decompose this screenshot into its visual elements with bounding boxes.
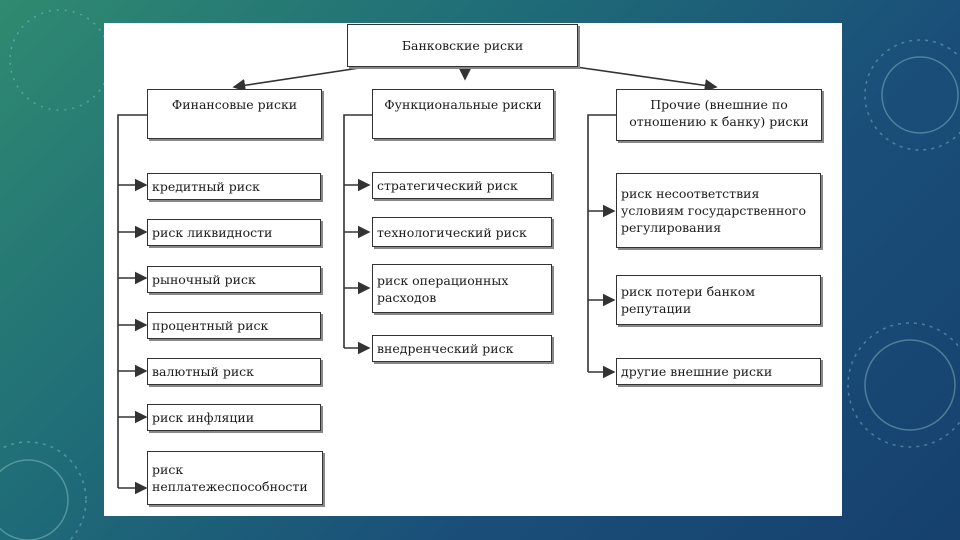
- external-risk-regulation: риск несоответствия условиям государстве…: [616, 173, 821, 248]
- risk-label: кредитный риск: [152, 179, 260, 194]
- risk-label: другие внешние риски: [621, 364, 773, 379]
- connector-lines: [117, 66, 718, 495]
- root-node: Банковские риски: [347, 24, 578, 67]
- risk-label: риск операционных расходов: [377, 272, 509, 305]
- risk-label: риск инфляции: [152, 410, 255, 425]
- financial-risk-inflation: риск инфляции: [147, 404, 321, 431]
- category-functional: Функциональные риски: [372, 89, 554, 139]
- risk-label: риск неплатежеспособности: [152, 462, 308, 494]
- category-external: Прочие (внешние по отношению к банку) ри…: [616, 89, 822, 141]
- financial-risk-interest: процентный риск: [147, 312, 321, 339]
- external-risk-reputation: риск потери банком репутации: [616, 275, 821, 325]
- category-label: Прочие (внешние по отношению к банку) ри…: [629, 97, 809, 129]
- risk-label: стратегический риск: [377, 178, 518, 193]
- functional-risk-strategic: стратегический риск: [372, 172, 552, 199]
- financial-risk-market: рыночный риск: [147, 266, 321, 293]
- external-risk-other: другие внешние риски: [616, 358, 821, 385]
- risk-label: внедренческий риск: [377, 341, 514, 356]
- risk-label: риск потери банком репутации: [621, 284, 755, 316]
- functional-risk-implementation: внедренческий риск: [372, 335, 552, 362]
- diagram-panel: Банковские риски Финансовые риски Функци…: [104, 23, 842, 516]
- functional-risk-operational: риск операционных расходов: [372, 264, 552, 313]
- financial-risk-liquidity: риск ликвидности: [147, 219, 321, 246]
- root-label: Банковские риски: [401, 38, 524, 53]
- risk-label: валютный риск: [152, 364, 254, 379]
- financial-risk-currency: валютный риск: [147, 358, 321, 385]
- category-label: Функциональные риски: [384, 97, 542, 112]
- category-financial: Финансовые риски: [147, 89, 322, 139]
- risk-label: технологический риск: [377, 224, 527, 240]
- risk-label: рыночный риск: [152, 272, 256, 287]
- risk-label: риск несоответствия условиям государстве…: [621, 186, 806, 235]
- financial-risk-credit: кредитный риск: [147, 173, 321, 200]
- category-label: Финансовые риски: [171, 97, 298, 112]
- financial-risk-insolvency: риск неплатежеспособности: [147, 451, 323, 505]
- risk-label: процентный риск: [152, 318, 269, 333]
- functional-risk-technological: технологический риск: [372, 217, 552, 247]
- risk-label: риск ликвидности: [152, 225, 273, 240]
